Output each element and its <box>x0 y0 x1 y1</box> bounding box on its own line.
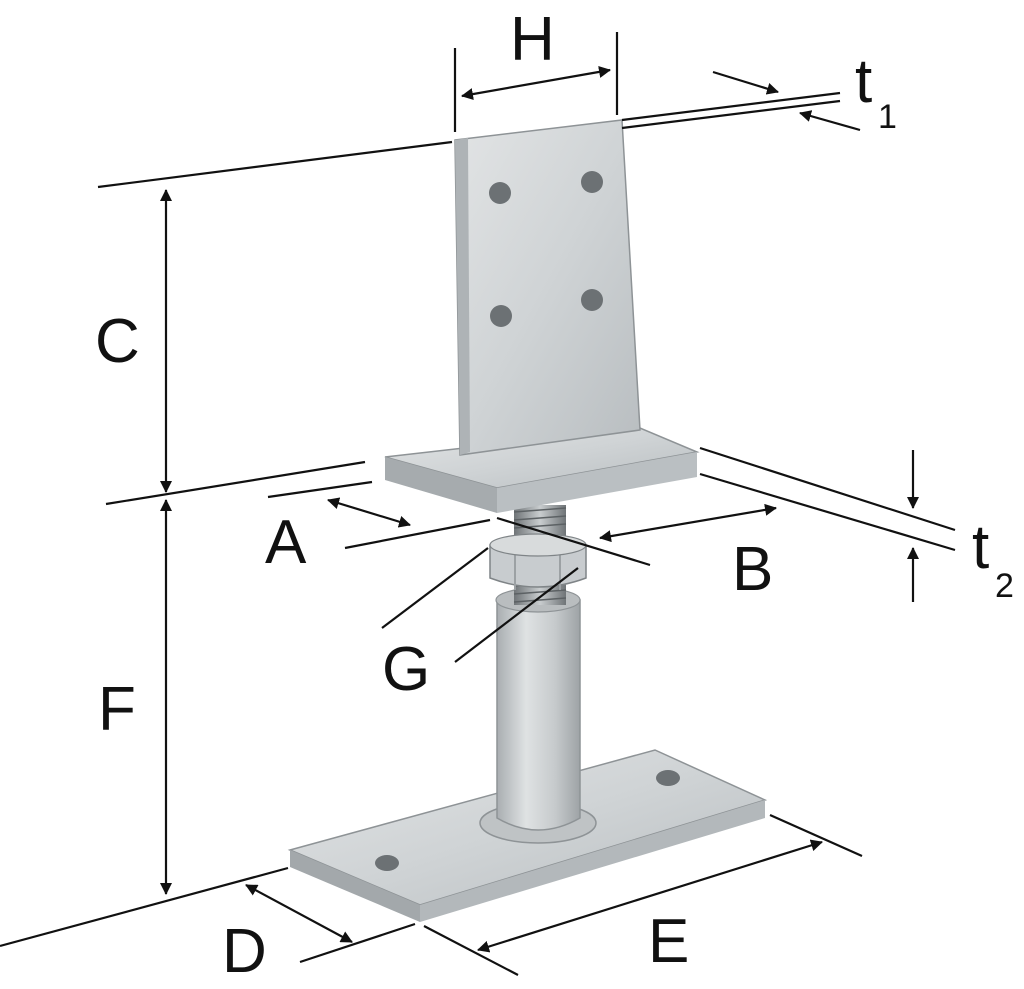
vertical-blade <box>454 119 641 456</box>
hex-nut <box>489 533 587 590</box>
label-t1: t <box>855 47 872 116</box>
label-d: D <box>222 917 267 986</box>
dimension-lines <box>0 32 956 976</box>
blade-hole-icon <box>581 171 603 193</box>
label-t2: t <box>972 513 989 582</box>
base-hole-icon <box>656 770 680 786</box>
dimension-labels: H t 1 C A B t 2 G F D E <box>95 5 1014 986</box>
label-f: F <box>98 675 136 744</box>
label-a: A <box>265 508 307 577</box>
tube <box>495 587 581 831</box>
top-plate <box>384 427 700 513</box>
blade-hole-icon <box>490 305 512 327</box>
label-t1-subscript: 1 <box>878 98 897 136</box>
blade-hole-icon <box>489 182 511 204</box>
label-g: G <box>382 635 430 704</box>
base-hole-icon <box>375 855 399 871</box>
label-c: C <box>95 307 140 376</box>
label-h: H <box>510 5 555 74</box>
label-t2-subscript: 2 <box>995 567 1014 605</box>
label-b: B <box>732 535 773 604</box>
label-e: E <box>648 907 689 976</box>
blade-hole-icon <box>581 289 603 311</box>
